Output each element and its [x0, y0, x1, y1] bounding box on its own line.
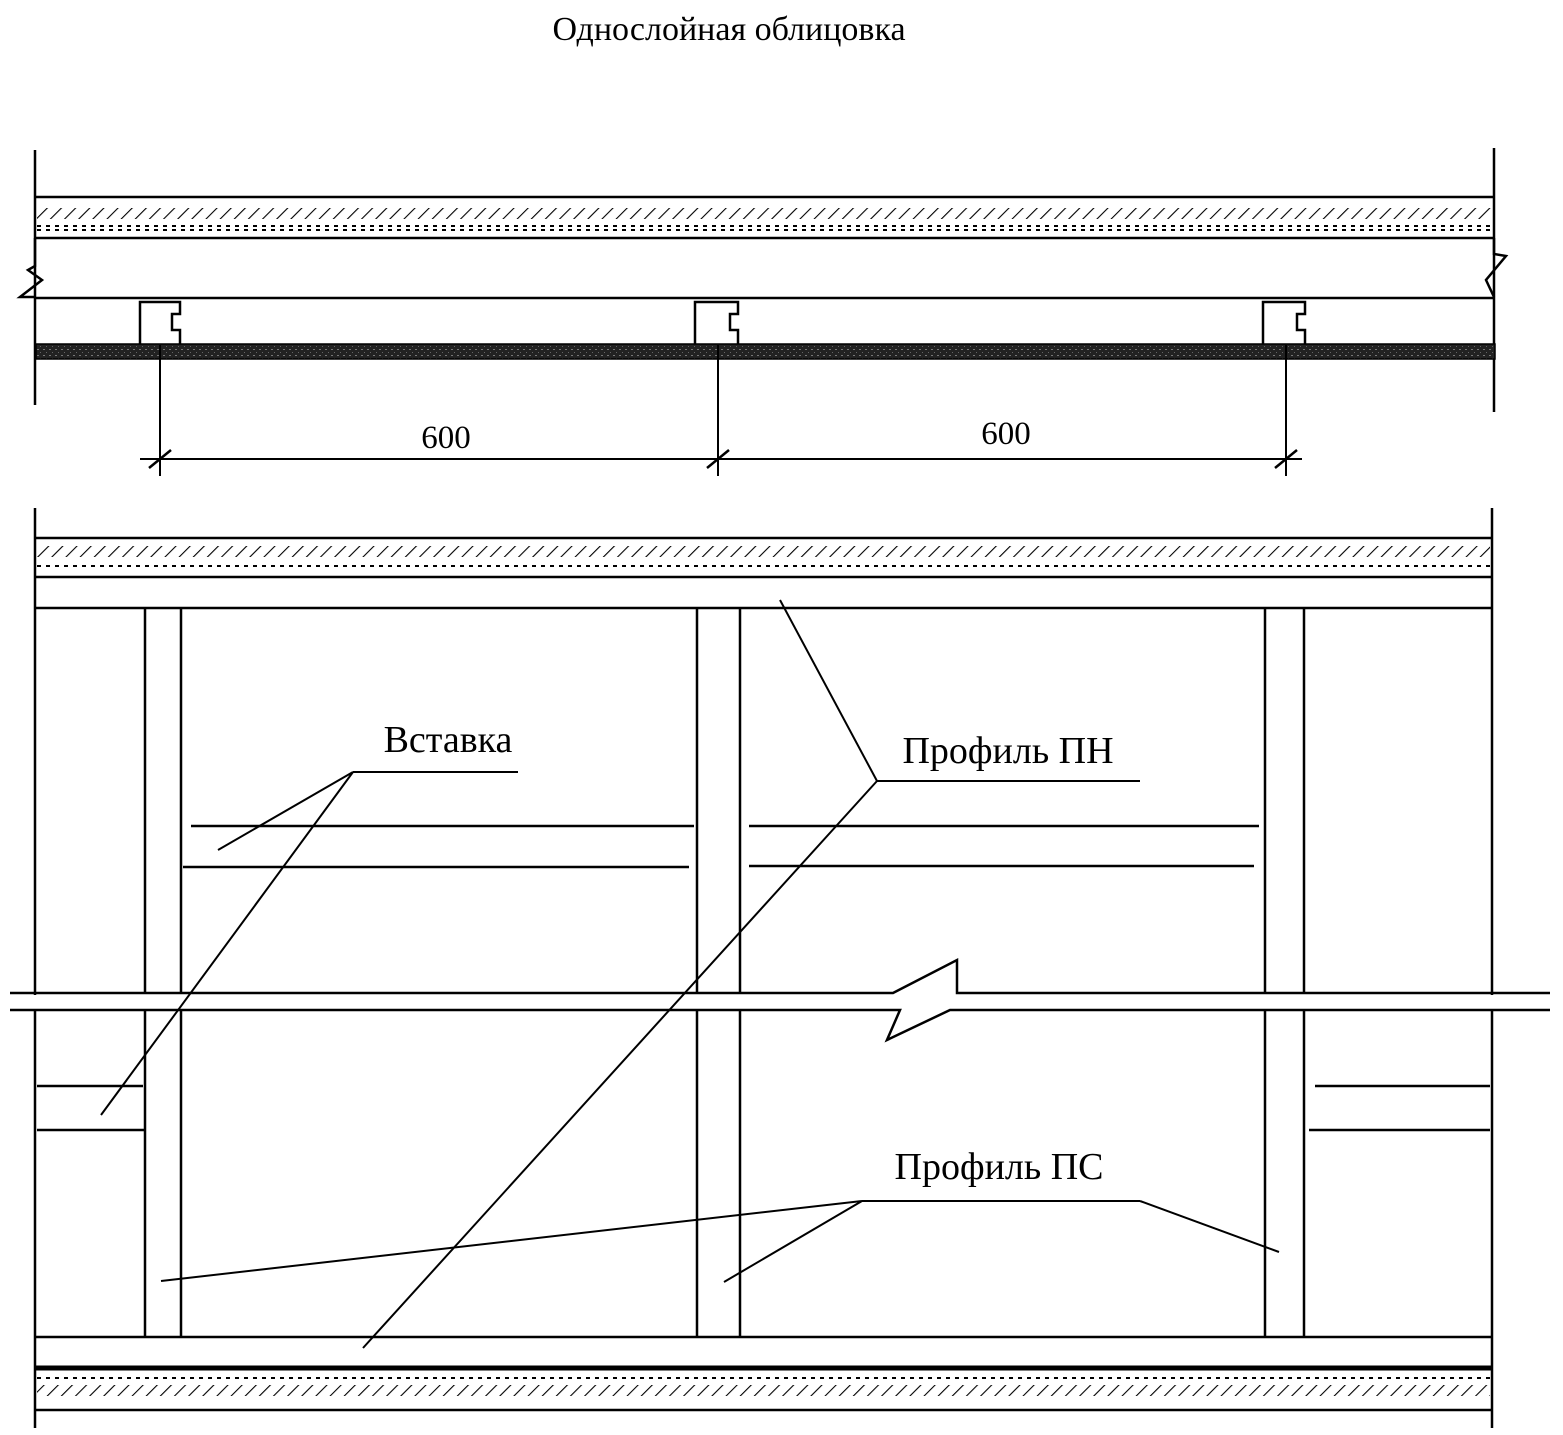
dimension-label-left: 600	[421, 420, 471, 456]
section-view	[16, 148, 1509, 412]
insert-upper-left	[183, 824, 694, 869]
insert-lower-left	[37, 1084, 145, 1132]
callout-profile-pn-label: Профиль ПН	[902, 730, 1113, 772]
break-line-right	[1484, 238, 1509, 298]
callout-profile-pn: Профиль ПН	[362, 599, 1140, 1349]
drawing-title: Однослойная облицовка	[552, 11, 905, 48]
callout-profile-ps-label: Профиль ПС	[895, 1146, 1104, 1188]
stud-3	[1263, 608, 1306, 1337]
top-track-profile-pn	[35, 575, 1492, 610]
section-stud-3	[1261, 300, 1307, 345]
section-cladding-sheet	[35, 343, 1496, 360]
dimension-chain	[140, 345, 1302, 476]
break-line-left	[16, 238, 45, 299]
stud-1	[143, 608, 183, 1337]
insert-lower-right	[1309, 1084, 1490, 1132]
dimension-label-right: 600	[981, 416, 1031, 452]
elevation-board-top	[35, 536, 1492, 569]
callout-insert-label: Вставка	[384, 719, 513, 761]
callout-profile-ps: Профиль ПС	[160, 1146, 1280, 1283]
callout-insert: Вставка	[100, 719, 518, 1116]
section-stud-1	[138, 300, 182, 345]
section-board-top	[35, 195, 1494, 240]
insert-upper-right	[749, 824, 1259, 868]
section-stud-2	[693, 300, 740, 345]
elevation-board-bottom	[35, 1375, 1492, 1412]
break-line-horizontal	[10, 957, 1550, 1043]
stud-2	[695, 608, 742, 1337]
elevation-view	[10, 508, 1550, 1428]
bottom-track-profile-pn	[35, 1335, 1492, 1371]
